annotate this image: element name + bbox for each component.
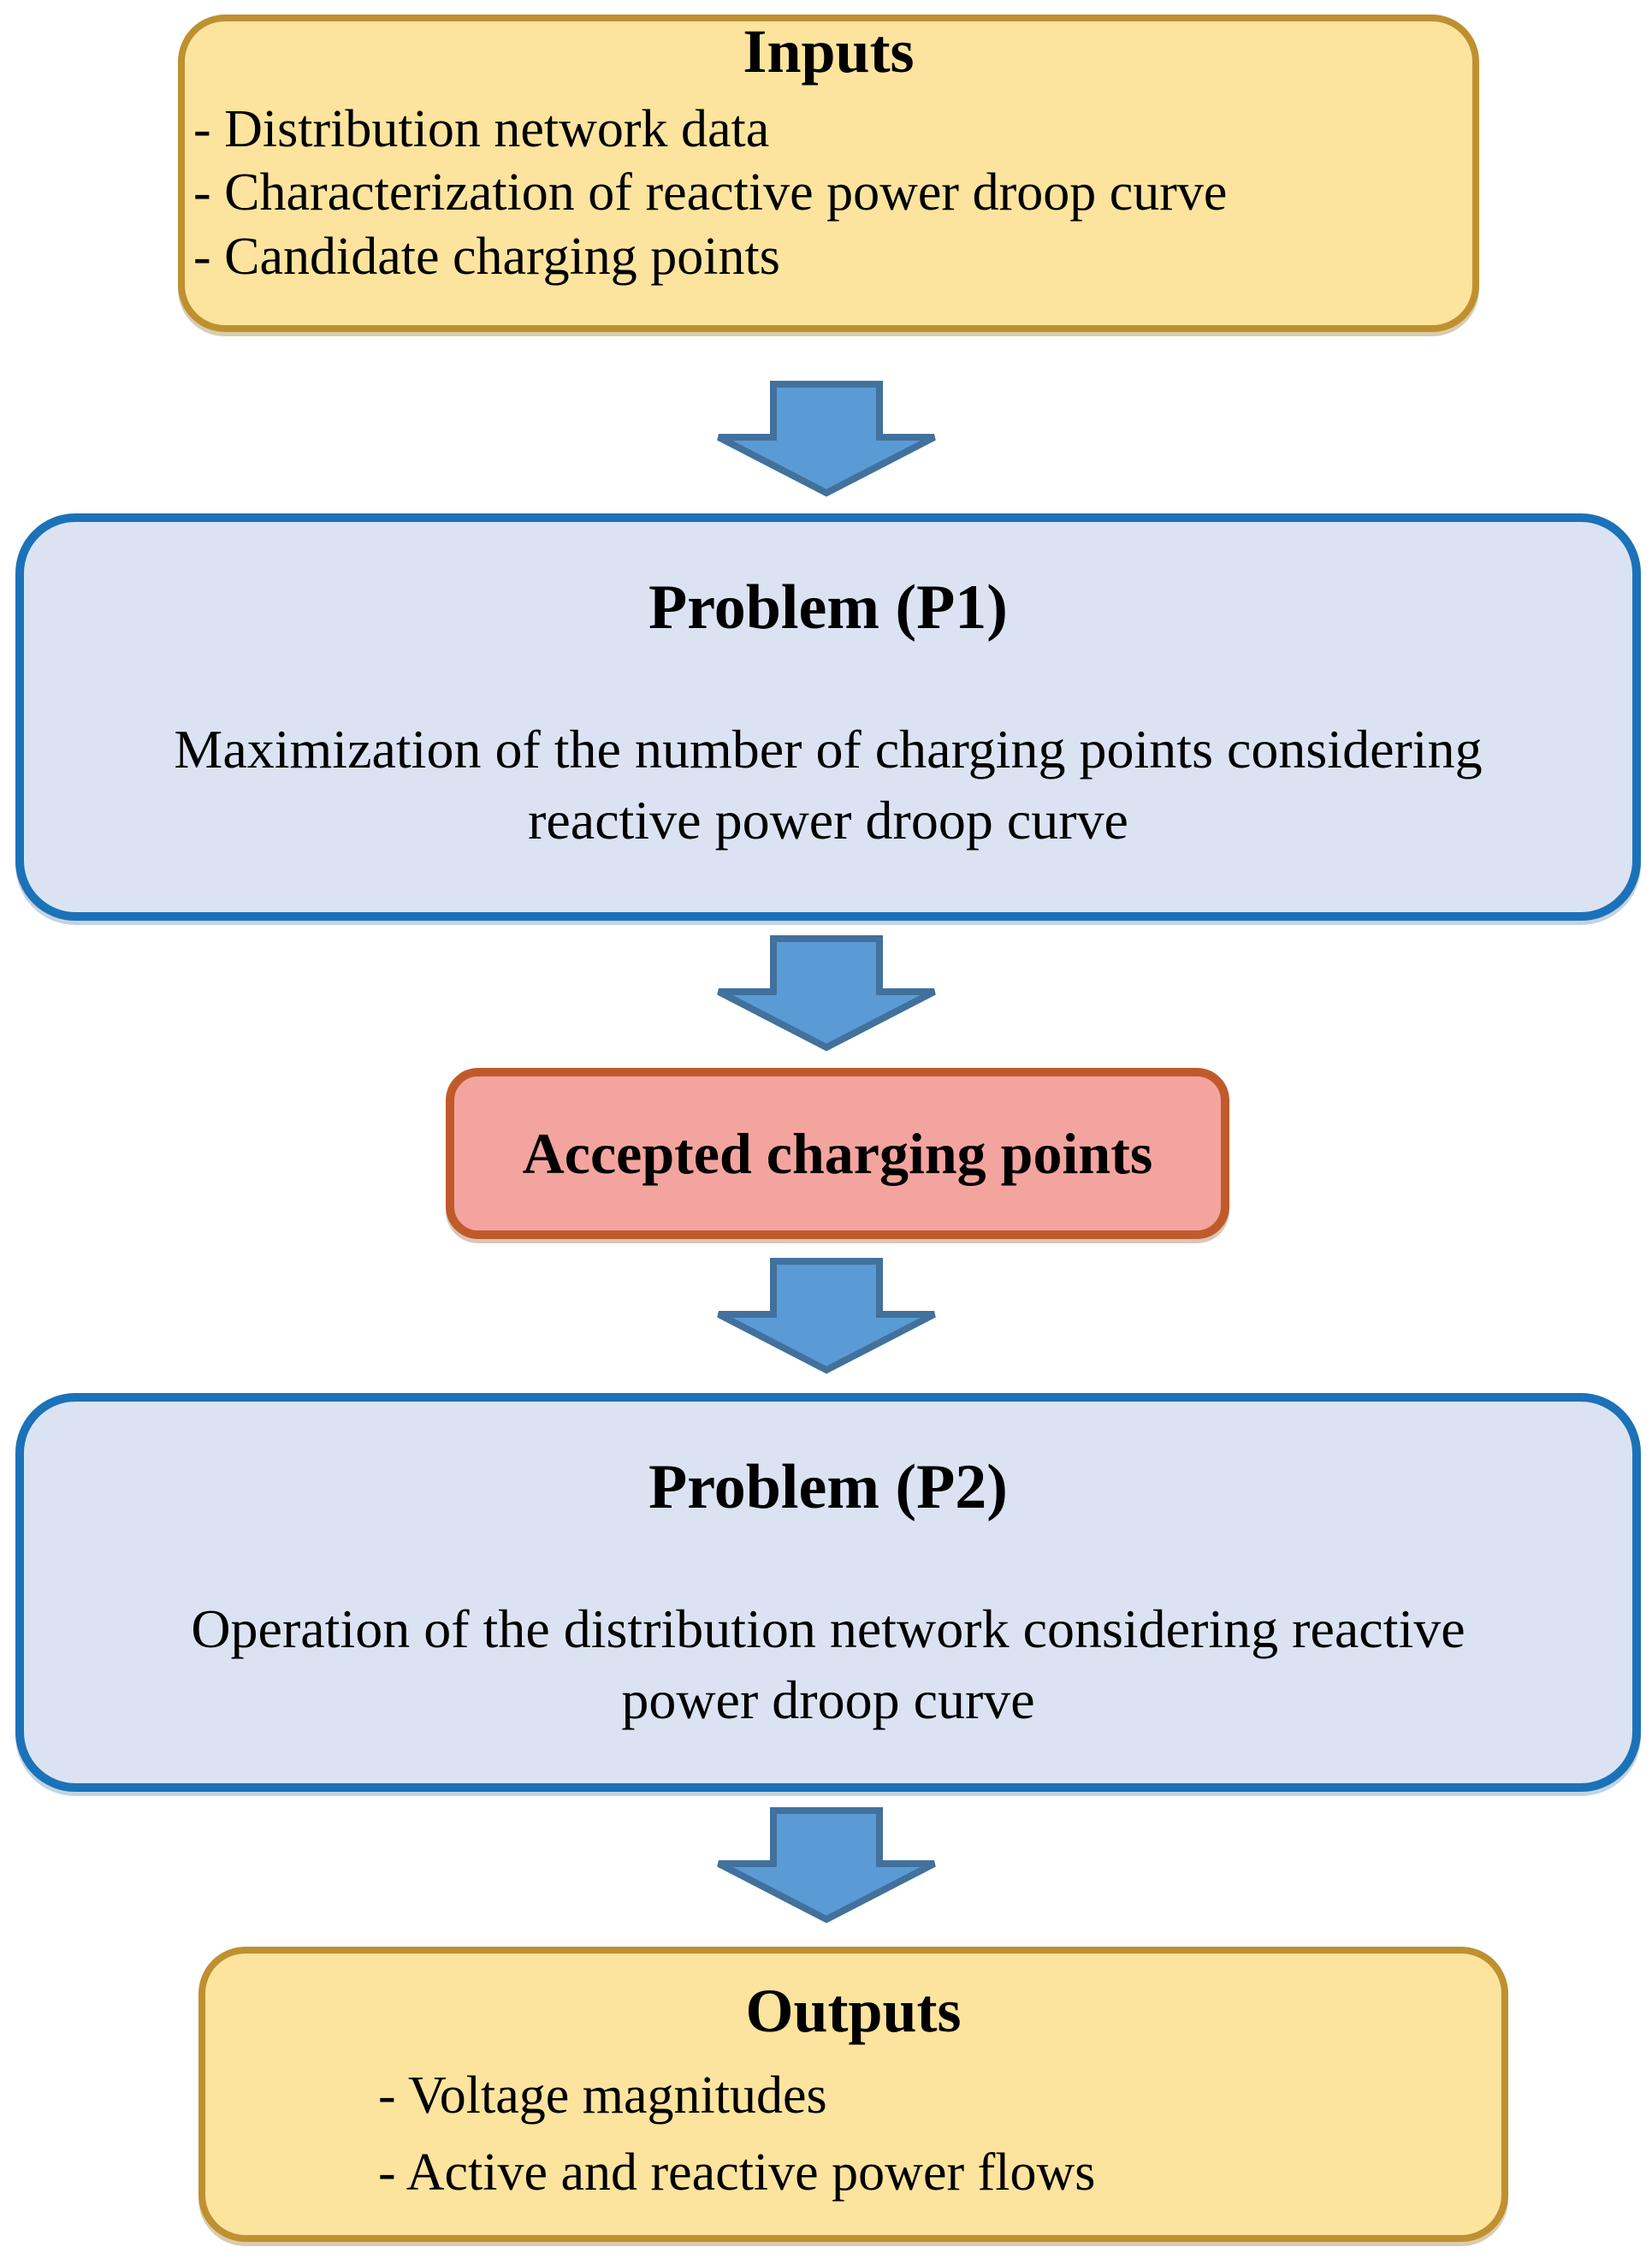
inputs-title: Inputs xyxy=(743,17,915,86)
outputs-box: Outputs - Voltage magnitudes - Active an… xyxy=(198,1947,1508,2242)
down-arrow-shape xyxy=(717,381,936,497)
problem-p2-body-line: power droop curve xyxy=(621,1669,1035,1731)
problem-p2-title: Problem (P2) xyxy=(648,1452,1008,1522)
inputs-item: - Candidate charging points xyxy=(193,227,780,286)
inputs-list: - Distribution network data - Characteri… xyxy=(193,98,1227,288)
down-arrow-shape xyxy=(717,935,936,1052)
accepted-charging-points-box: Accepted charging points xyxy=(446,1068,1229,1239)
problem-p2-body-line: Operation of the distribution network co… xyxy=(191,1598,1465,1659)
outputs-title: Outputs xyxy=(745,1977,962,2045)
inputs-item: - Characterization of reactive power dro… xyxy=(193,163,1228,222)
problem-p2-body: Operation of the distribution network co… xyxy=(24,1593,1632,1735)
problem-p2-box: Problem (P2) Operation of the distributi… xyxy=(15,1393,1641,1792)
down-arrow-icon xyxy=(717,1258,936,1374)
down-arrow-icon xyxy=(717,381,936,497)
outputs-list: - Voltage magnitudes - Active and reacti… xyxy=(378,2058,1095,2212)
problem-p1-body-line: reactive power droop curve xyxy=(528,790,1128,851)
down-arrow-icon xyxy=(717,935,936,1052)
inputs-item: - Distribution network data xyxy=(193,100,770,158)
down-arrow-shape xyxy=(717,1258,936,1374)
outputs-item: - Active and reactive power flows xyxy=(378,2143,1096,2202)
problem-p1-box: Problem (P1) Maximization of the number … xyxy=(15,513,1641,921)
down-arrow-shape xyxy=(717,1807,936,1924)
inputs-box: Inputs - Distribution network data - Cha… xyxy=(178,15,1479,332)
accepted-charging-points-label: Accepted charging points xyxy=(522,1120,1153,1186)
problem-p1-body: Maximization of the number of charging p… xyxy=(24,714,1632,856)
problem-p1-title: Problem (P1) xyxy=(648,572,1008,643)
down-arrow-icon xyxy=(717,1807,936,1924)
outputs-item: - Voltage magnitudes xyxy=(378,2066,827,2125)
problem-p1-body-line: Maximization of the number of charging p… xyxy=(174,719,1483,780)
